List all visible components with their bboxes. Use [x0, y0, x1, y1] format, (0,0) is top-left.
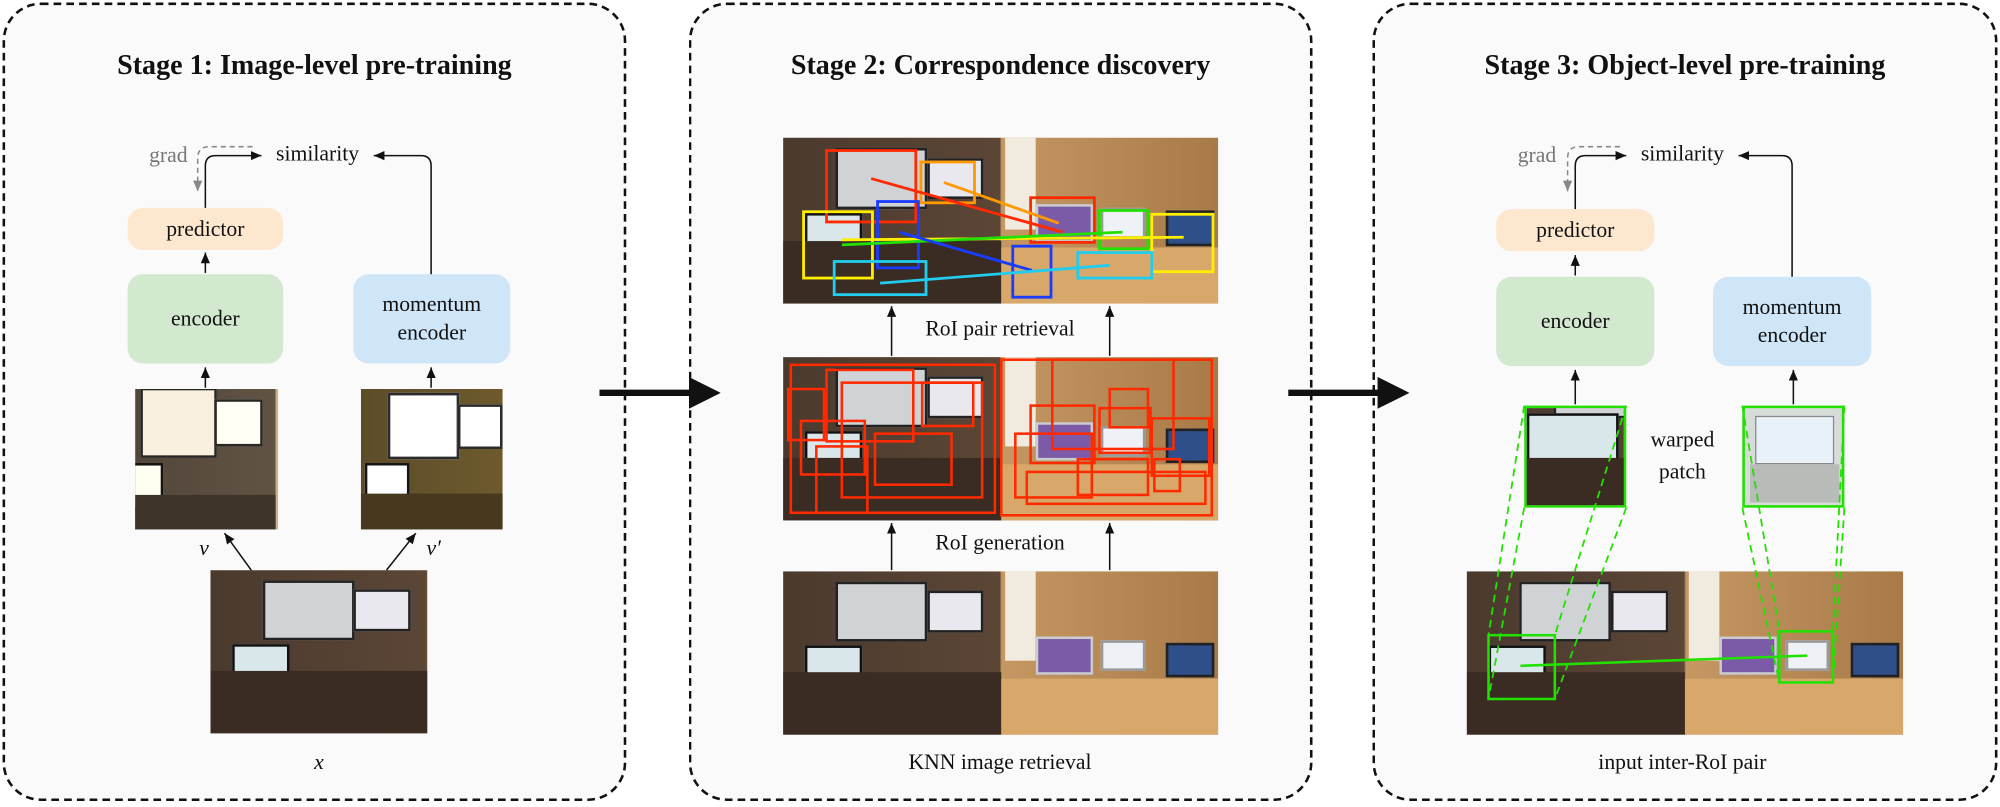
arrow-momentum-to-similarity	[373, 151, 432, 275]
stage2-title: Stage 2: Correspondence discovery	[790, 48, 1211, 81]
encoder-label: encoder	[397, 320, 467, 345]
encoder-label: encoder	[171, 306, 240, 331]
encoder-label: encoder	[1540, 308, 1610, 333]
stage1-title: Stage 1: Image-level pre-training	[117, 48, 512, 81]
stage1-momentum-encoder: momentum encoder	[353, 274, 511, 364]
warped-patch-right	[1742, 405, 1845, 508]
stage3-encoder: encoder	[1496, 276, 1655, 367]
knn-image-pair	[783, 571, 1219, 735]
roi-generation-label: RoI generation	[935, 530, 1065, 555]
stage1-grad-label: grad	[149, 142, 188, 168]
encoder-label: encoder	[1757, 322, 1827, 347]
stage3-title: Stage 3: Object-level pre-training	[1484, 48, 1886, 81]
input-x-label: x	[314, 749, 324, 775]
knn-image-retrieval-label: KNN image retrieval	[908, 749, 1092, 775]
momentum-label: momentum	[382, 292, 482, 317]
view-v-label: v	[199, 535, 209, 560]
input-image-x	[210, 570, 428, 734]
roi-proposals	[786, 358, 1214, 517]
warp-projection-lines	[1487, 405, 1846, 700]
stage3-grad-label: grad	[1517, 142, 1557, 168]
stage3-predictor: predictor	[1496, 209, 1655, 252]
predictor-label: predictor	[166, 216, 245, 241]
predictor-label: predictor	[1536, 217, 1615, 242]
view-v-prime-label: v′	[426, 535, 441, 560]
stage3-momentum-encoder: momentum encoder	[1713, 276, 1872, 367]
roi-pair-matches	[802, 149, 1215, 299]
inter-roi-pair-caption: input inter-RoI pair	[1598, 749, 1767, 775]
stage1-similarity-label: similarity	[276, 141, 360, 166]
roi-pair-retrieval-label: RoI pair retrieval	[925, 316, 1075, 341]
stage3-similarity-label: similarity	[1640, 141, 1724, 166]
patch-label: patch	[1658, 459, 1706, 484]
stage1-predictor: predictor	[127, 207, 284, 250]
inter-roi-pair-boxes	[1487, 405, 1846, 701]
view-v-prime-image	[360, 389, 503, 530]
stage1-encoder: encoder	[127, 274, 284, 364]
inter-roi-pair-image	[1466, 571, 1904, 735]
momentum-label: momentum	[1742, 294, 1842, 319]
arrow-predictor-to-similarity	[204, 151, 262, 208]
view-v-image	[135, 389, 279, 530]
warped-patch-left	[1524, 405, 1627, 508]
warped-label: warped	[1650, 427, 1715, 452]
